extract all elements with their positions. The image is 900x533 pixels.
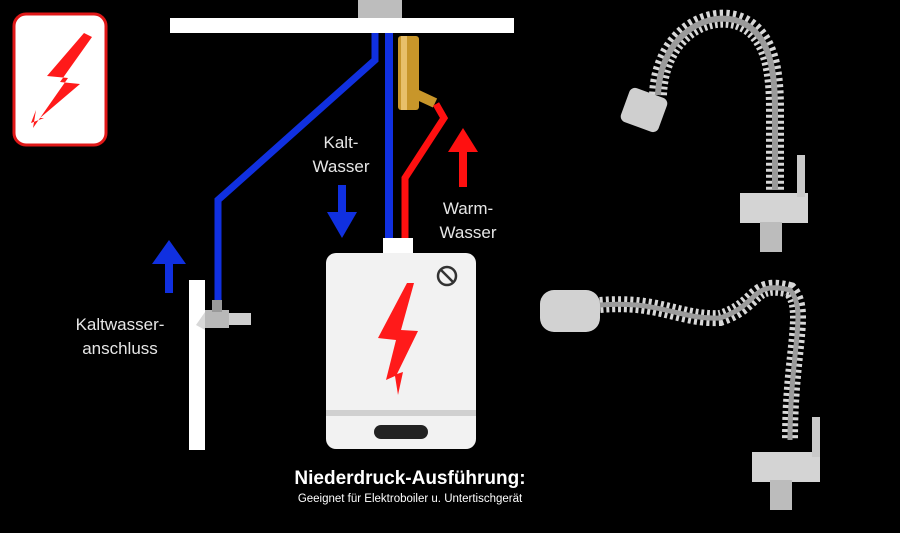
- kaltwasser-anschluss-line2: anschluss: [82, 339, 158, 358]
- warm-wasser-line1: Warm-: [442, 199, 494, 218]
- brass-connector: [398, 36, 438, 110]
- wall: [189, 280, 205, 450]
- countertop: [170, 18, 514, 33]
- cold-supply-up-arrow: [152, 240, 186, 293]
- high-voltage-icon: [31, 33, 92, 128]
- warning-badge: [12, 12, 108, 147]
- cold-water-down-arrow: [327, 185, 357, 238]
- warm-wasser-label: Warm- Wasser: [424, 197, 512, 245]
- angle-valve: [196, 300, 251, 330]
- spring-faucet-top: [620, 9, 808, 252]
- caption-subtitle: Geeignet für Elektroboiler u. Untertisch…: [297, 493, 523, 505]
- kaltwasser-anschluss-label: Kaltwasser- anschluss: [60, 313, 180, 361]
- hot-water-up-arrow: [448, 128, 478, 187]
- kalt-wasser-label: Kalt- Wasser: [300, 131, 382, 179]
- caption-title: Niederdruck-Ausführung:: [294, 468, 526, 489]
- warm-wasser-line2: Wasser: [439, 223, 497, 242]
- faucet-base: [358, 0, 402, 18]
- prohibited-icon: [436, 265, 458, 287]
- kalt-wasser-line2: Wasser: [312, 157, 370, 176]
- hot-water-pipe: [401, 102, 449, 245]
- spring-faucet-bottom: [540, 279, 820, 510]
- kaltwasser-anschluss-line1: Kaltwasser-: [75, 315, 165, 334]
- cold-supply-hose: [214, 33, 379, 305]
- high-voltage-icon: [378, 283, 418, 395]
- kalt-wasser-line1: Kalt-: [323, 133, 359, 152]
- electric-boiler: [326, 238, 476, 449]
